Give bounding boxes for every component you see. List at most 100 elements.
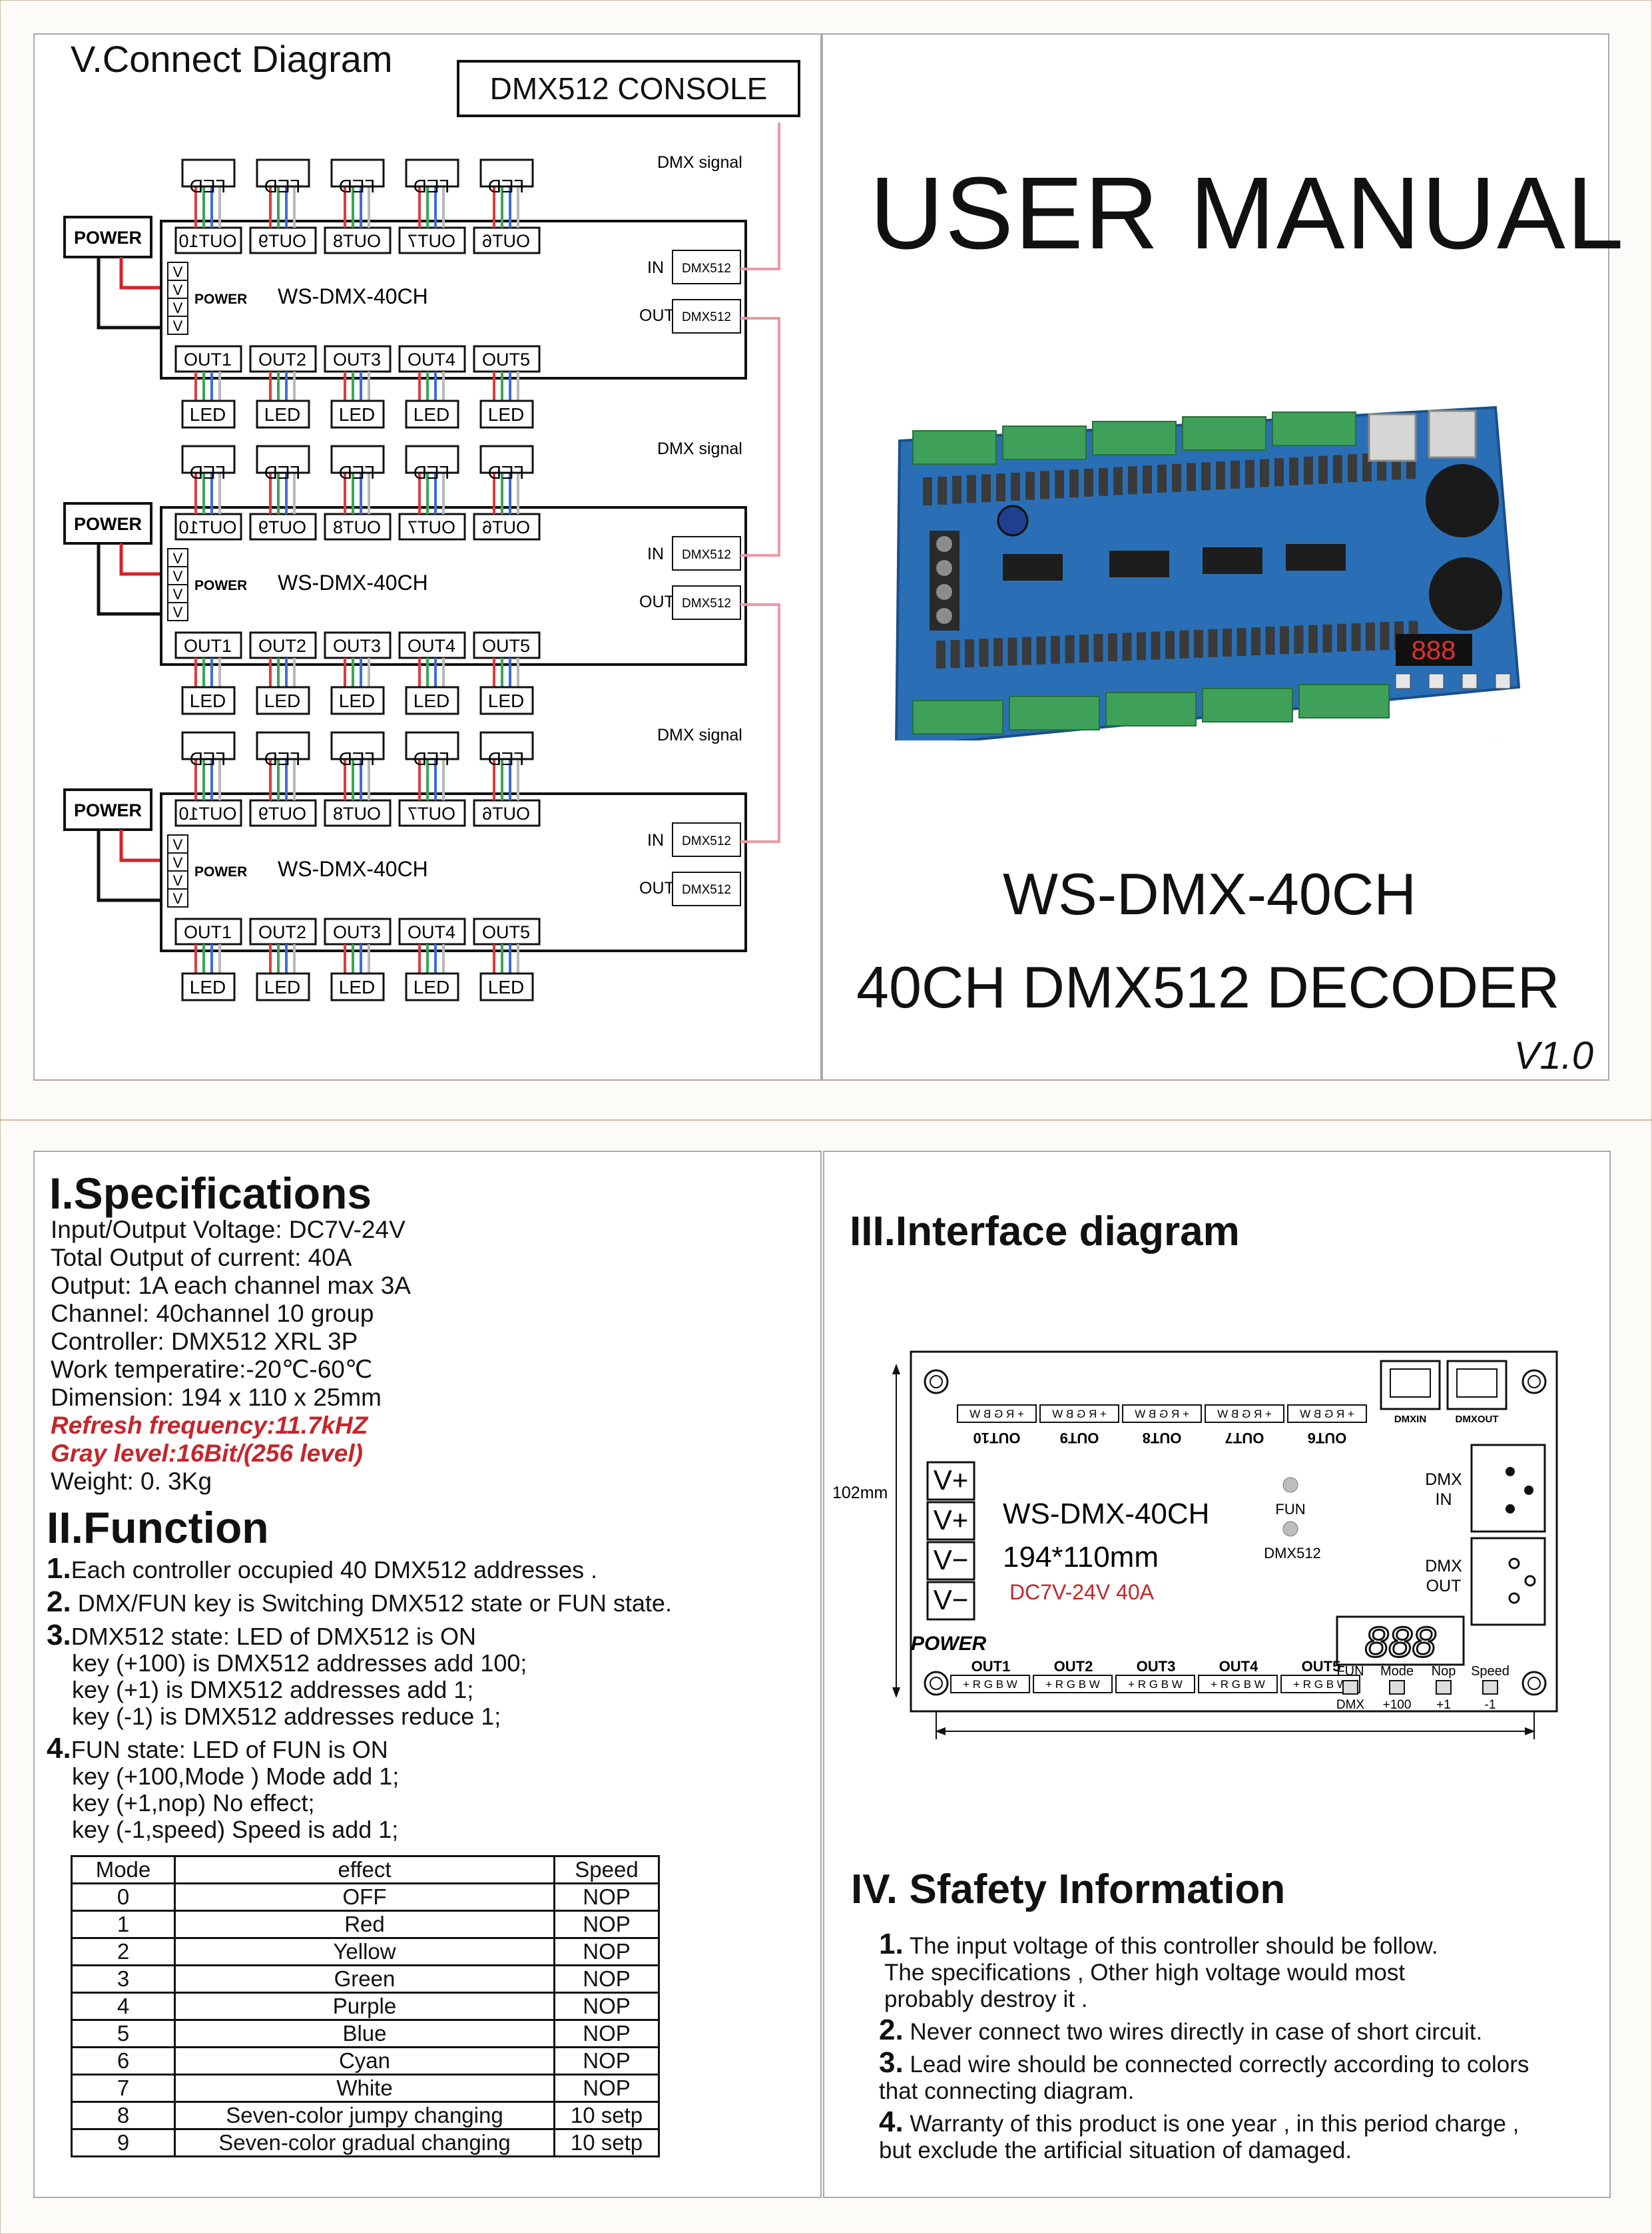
dim-height-label: 102mm (832, 1484, 888, 1502)
board-power-label: POWER (194, 864, 247, 880)
power-wire-red (119, 830, 169, 862)
dim-arrow (1525, 1727, 1535, 1735)
led-box (330, 158, 385, 188)
mosfet (979, 639, 989, 667)
dmx-in-port (672, 250, 741, 284)
board-power-label: POWER (194, 292, 247, 307)
out-box (473, 513, 541, 541)
out-label: OUT9 (258, 231, 306, 251)
cell-mode: 5 (71, 2019, 176, 2048)
cell-mode: 0 (71, 1882, 176, 1912)
terminal-block (1272, 412, 1356, 446)
cell-speed: NOP (553, 1937, 660, 1966)
mounting-hole-inner (1527, 1677, 1541, 1690)
led-label: LED (190, 748, 226, 769)
led-box (330, 445, 385, 474)
terminal-block (1202, 688, 1293, 722)
out-label: OUT10 (178, 231, 236, 251)
cell-effect: Yellow (174, 1937, 555, 1966)
spec-line: Dimension: 194 x 110 x 25mm (51, 1384, 382, 1411)
led-box (479, 400, 534, 429)
safety-item: 3. Lead wire should be connected correct… (879, 2046, 1529, 2105)
fun-led-label: FUN (1275, 1501, 1305, 1518)
out-label: OUT10 (178, 517, 236, 537)
xlr-in (1470, 1444, 1546, 1533)
mosfet (965, 639, 974, 668)
terminal-strip (1205, 1404, 1284, 1423)
led-label: LED (264, 748, 300, 769)
terminal-label: + R G B W (1128, 1678, 1183, 1691)
mosfet (1172, 463, 1181, 492)
spec-list: Input/Output Voltage: DC7V-24V Total Out… (51, 1216, 411, 1496)
led-label: LED (488, 691, 524, 711)
cell-mode: 9 (71, 2128, 176, 2157)
terminal-label: + R G B W (1135, 1408, 1189, 1420)
pcb-button (1395, 673, 1411, 689)
dmx-in-label: IN (1436, 1490, 1452, 1509)
mosfet (1099, 467, 1108, 496)
bottom-out-label: OUT1 (971, 1658, 1011, 1675)
cell-mode: 8 (71, 2101, 176, 2130)
in-label: IN (647, 831, 664, 850)
mosfet (1201, 462, 1211, 491)
cell-effect: Purple (174, 1992, 555, 2021)
led-box (405, 445, 459, 474)
out-label: OUT5 (482, 350, 530, 370)
terminal-label: + R G B W (1300, 1408, 1354, 1420)
mosfet (1322, 624, 1332, 653)
led-box (181, 731, 236, 760)
led-box (405, 972, 459, 1001)
key-function-label: +100 (1383, 1698, 1412, 1712)
out-label: OUT1 (184, 922, 232, 942)
spec-line: Input/Output Voltage: DC7V-24V (51, 1216, 406, 1243)
led-label: LED (413, 977, 449, 997)
led-box (181, 445, 236, 474)
mosfet (1011, 472, 1020, 501)
led-box (330, 400, 385, 429)
v-terminal (167, 834, 188, 854)
function-subline: key (-1,speed) Speed is add 1; (72, 1816, 399, 1843)
v-terminal (167, 888, 188, 908)
function-item: 4.FUN state: LED of FUN is ON (47, 1732, 388, 1765)
dmx-out-port-label: DMX512 (682, 597, 731, 611)
terminal-block (1009, 696, 1100, 730)
top-out-label: OUT7 (1225, 1430, 1264, 1446)
terminal-strip (1198, 1675, 1278, 1693)
mosfet (1351, 623, 1361, 651)
safety-item: 4. Warranty of this product is one year … (879, 2105, 1519, 2164)
out-label: OUT9 (258, 804, 306, 824)
terminal-label: + R G B W (963, 1678, 1017, 1691)
mosfet (1051, 635, 1060, 664)
key-label: Nop (1432, 1664, 1456, 1679)
interface-panel: III.Interface diagram 102mm186mm+ R G B … (823, 1151, 1611, 2198)
xlr-connector (1429, 557, 1502, 631)
terminal-block (1002, 425, 1087, 460)
mosfet (1216, 461, 1225, 489)
dim-arrow (892, 1364, 900, 1374)
key-button (1342, 1680, 1358, 1695)
out-box (324, 799, 392, 827)
terminal-strip (950, 1675, 1030, 1693)
dmx512-led-label: DMX512 (1264, 1545, 1321, 1561)
function-item: 2. DMX/FUN key is Switching DMX512 state… (47, 1585, 672, 1618)
connect-diagram-title: V.Connect Diagram (71, 38, 393, 80)
v-label: V (173, 282, 183, 298)
out-label: OUT4 (408, 636, 455, 656)
led-box (181, 400, 236, 429)
led-label: LED (413, 691, 449, 711)
cell-speed: NOP (553, 1882, 660, 1912)
